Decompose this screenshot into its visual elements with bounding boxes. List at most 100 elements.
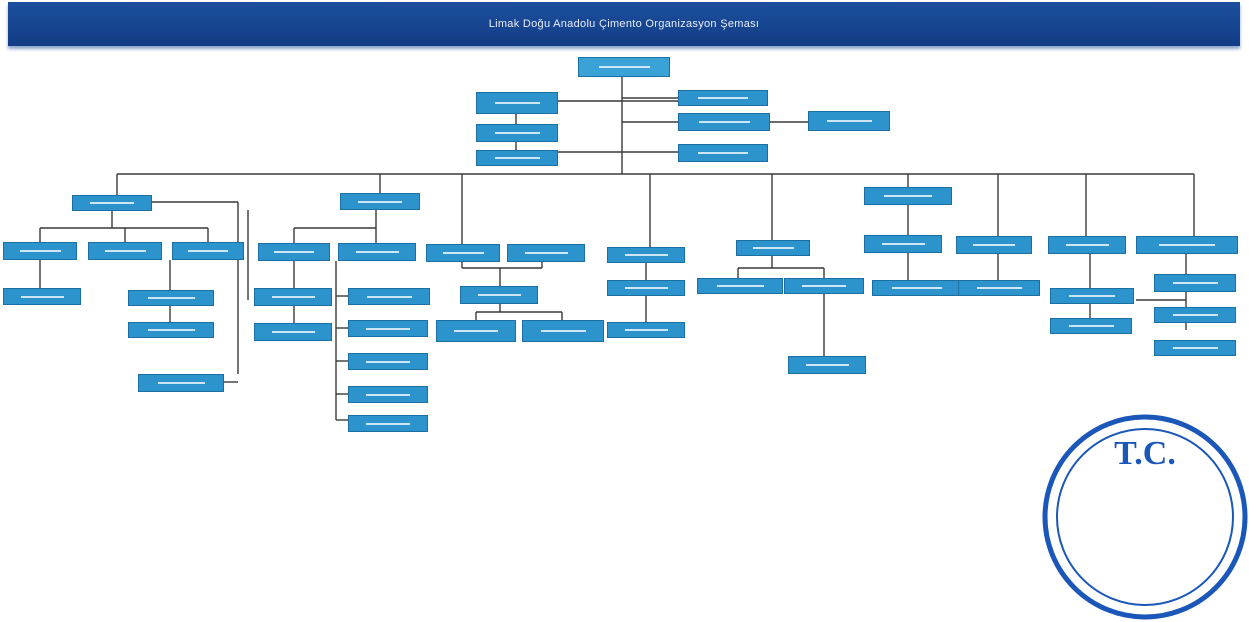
illegible-label <box>805 364 849 366</box>
illegible-label <box>366 295 412 298</box>
org-node <box>340 193 420 210</box>
illegible-label <box>624 287 668 289</box>
org-node <box>88 242 162 260</box>
connector-lines <box>39 77 1195 421</box>
illegible-label <box>802 285 846 287</box>
org-node <box>254 323 332 341</box>
org-node <box>697 278 783 294</box>
illegible-label <box>494 132 540 134</box>
org-node <box>348 415 428 432</box>
org-node <box>436 320 516 342</box>
org-node <box>254 288 332 306</box>
org-node <box>348 320 428 337</box>
illegible-label <box>698 152 748 154</box>
illegible-label <box>752 247 794 249</box>
illegible-label <box>598 66 650 68</box>
illegible-label <box>1159 244 1215 246</box>
illegible-label <box>442 252 484 254</box>
illegible-label <box>147 329 195 331</box>
illegible-label <box>698 121 750 123</box>
org-node <box>1154 274 1236 292</box>
title-banner: Limak Doğu Anadolu Çimento Organizasyon … <box>8 2 1240 46</box>
org-node <box>3 242 77 260</box>
org-node <box>872 280 962 296</box>
illegible-label <box>973 244 1015 246</box>
org-node <box>476 150 558 166</box>
org-node <box>476 124 558 142</box>
org-node <box>678 144 768 162</box>
illegible-label <box>271 331 315 333</box>
illegible-label <box>1172 347 1218 349</box>
illegible-label <box>884 195 932 197</box>
org-node <box>784 278 864 294</box>
illegible-label <box>494 157 540 159</box>
org-node <box>460 286 538 304</box>
illegible-label <box>1172 314 1218 316</box>
org-node <box>1154 307 1236 323</box>
illegible-label <box>147 297 195 299</box>
org-node <box>678 113 770 131</box>
org-node <box>348 288 430 305</box>
illegible-label <box>524 252 568 254</box>
org-node <box>958 280 1040 296</box>
org-node <box>172 242 244 260</box>
org-node <box>607 280 685 296</box>
illegible-label <box>477 294 521 296</box>
illegible-label <box>104 250 146 252</box>
org-node <box>808 111 890 131</box>
illegible-label <box>1065 244 1109 246</box>
org-root-node <box>578 57 670 77</box>
illegible-label <box>881 243 925 245</box>
illegible-label <box>698 97 748 99</box>
org-node <box>607 322 685 338</box>
illegible-label <box>271 296 315 298</box>
illegible-label <box>1069 295 1115 297</box>
org-node <box>788 356 866 374</box>
org-node <box>1136 236 1238 254</box>
illegible-label <box>1172 282 1218 284</box>
org-node <box>1050 318 1132 334</box>
illegible-label <box>366 360 410 363</box>
org-node <box>507 244 585 262</box>
illegible-label <box>976 287 1022 289</box>
org-node <box>348 386 428 403</box>
page-title: Limak Doğu Anadolu Çimento Organizasyon … <box>488 18 760 30</box>
org-node <box>338 243 416 261</box>
illegible-label <box>157 382 205 384</box>
org-node <box>348 353 428 370</box>
illegible-label <box>716 285 764 287</box>
illegible-label <box>366 393 410 396</box>
org-node <box>607 247 685 263</box>
org-node <box>678 90 768 106</box>
illegible-label <box>90 202 134 204</box>
org-node <box>258 243 330 261</box>
illegible-label <box>355 251 399 253</box>
org-node <box>128 322 214 338</box>
org-node <box>956 236 1032 254</box>
illegible-label <box>366 422 410 425</box>
official-seal: T.C. <box>1042 414 1248 620</box>
illegible-label <box>624 329 668 331</box>
illegible-label <box>892 287 942 289</box>
org-node <box>128 290 214 306</box>
illegible-label <box>274 251 314 253</box>
org-node <box>476 92 558 114</box>
illegible-label <box>188 250 228 252</box>
illegible-label <box>366 327 410 330</box>
illegible-label <box>20 295 64 298</box>
illegible-label <box>826 120 872 122</box>
org-node <box>3 288 81 305</box>
org-node <box>864 187 952 205</box>
illegible-label <box>494 102 540 104</box>
org-node <box>864 235 942 253</box>
org-node <box>522 320 604 342</box>
illegible-label <box>454 330 498 332</box>
illegible-label <box>1068 325 1114 327</box>
illegible-label <box>540 330 586 332</box>
illegible-label <box>19 250 61 252</box>
org-node <box>1048 236 1126 254</box>
illegible-label <box>624 254 668 256</box>
org-node <box>72 195 152 211</box>
illegible-label <box>358 200 402 203</box>
org-node <box>1154 340 1236 356</box>
